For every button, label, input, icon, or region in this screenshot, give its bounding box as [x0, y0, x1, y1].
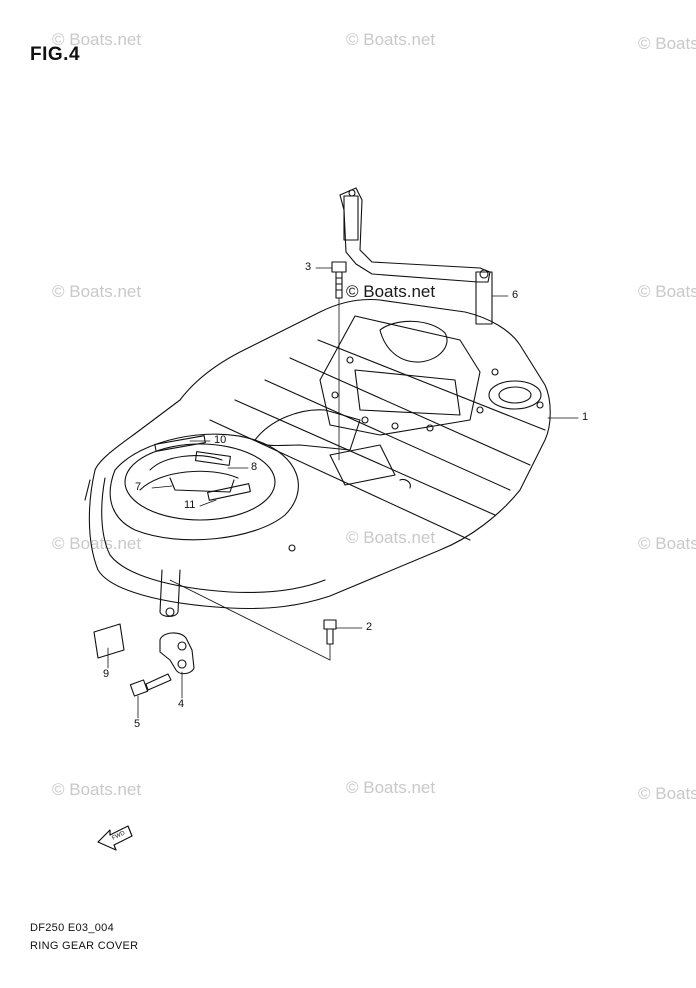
watermark: © Boats.net — [346, 778, 436, 797]
pad-part-9 — [93, 623, 125, 659]
callout-10: 10 — [214, 434, 227, 446]
watermark: © Boats.net — [52, 780, 142, 799]
fwd-label: FWD — [111, 830, 127, 842]
callout-5: 5 — [134, 718, 141, 730]
diagram-code: DF250 E03_004 — [30, 922, 115, 934]
watermark: © Boats.net — [52, 282, 142, 301]
callout-8: 8 — [251, 461, 258, 473]
watermark: © Boats — [638, 784, 696, 803]
callout-9: 9 — [103, 668, 110, 680]
callout-6: 6 — [512, 289, 519, 301]
callout-3: 3 — [305, 261, 312, 273]
watermark: © Boats.net — [346, 30, 436, 49]
ring-gear-cover-body — [84, 298, 551, 618]
watermark: © Boats.net — [346, 528, 436, 547]
bolt-part-3 — [331, 261, 347, 461]
bolt-part-5 — [129, 673, 172, 697]
diagram-caption: RING GEAR COVER — [30, 940, 139, 952]
callout-1: 1 — [582, 411, 589, 423]
center-watermark: © Boats.net — [346, 282, 436, 301]
watermark: © Boats — [638, 34, 696, 53]
callout-4: 4 — [178, 698, 185, 710]
figure-title: FIG.4 — [30, 44, 81, 65]
watermark: © Boats.net — [52, 30, 142, 49]
leader-lines — [107, 267, 579, 719]
watermark: © Boats.net — [52, 534, 142, 553]
callout-7: 7 — [135, 481, 142, 493]
watermark: © Boats — [638, 282, 696, 301]
callout-2: 2 — [366, 621, 373, 633]
bracket-part-6 — [339, 187, 493, 325]
fwd-arrow-icon: FWD — [97, 825, 133, 851]
watermark: © Boats — [638, 534, 696, 553]
callout-11: 11 — [184, 499, 196, 511]
screw-part-2 — [169, 579, 337, 661]
clip-part-4 — [159, 632, 195, 675]
